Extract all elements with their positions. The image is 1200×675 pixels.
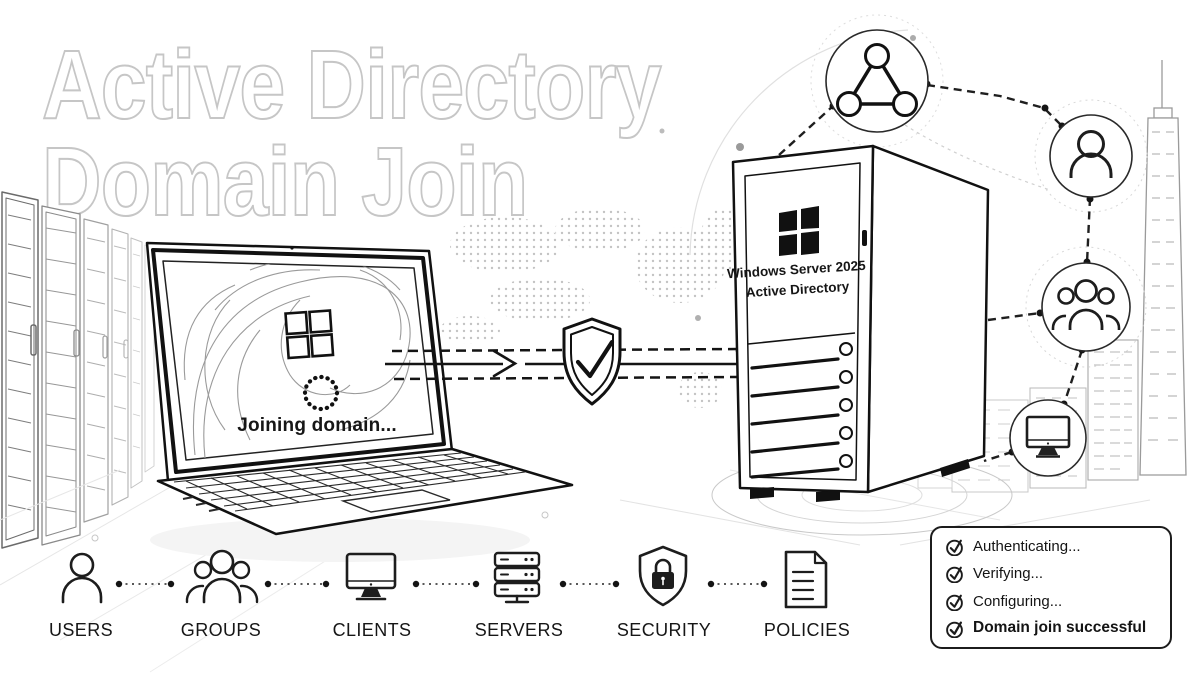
status-row: Configuring... [945, 592, 1157, 611]
check-circle-icon [946, 566, 963, 584]
status-row: Authenticating... [945, 537, 1157, 556]
check-circle-icon [946, 621, 963, 638]
monitor-icon [1009, 399, 1087, 477]
page-title-line2: Domain Join [41, 127, 529, 236]
shield-check-icon [562, 317, 622, 406]
status-row: Domain join successful [945, 619, 1157, 638]
laptop-status-text: Joining domain... [237, 415, 397, 436]
loading-spinner-icon [302, 374, 340, 412]
keyboard [173, 452, 526, 513]
user-icon [61, 552, 103, 604]
server-stack-icon [493, 551, 541, 604]
server-rack-corridor [1, 191, 155, 549]
check-circle-icon [946, 594, 963, 611]
drive-bays [750, 342, 853, 479]
status-text: Domain join successful [973, 619, 1147, 637]
windows-logo-icon [284, 309, 335, 360]
status-row: Verifying... [945, 564, 1157, 584]
user-group-icon [185, 549, 259, 604]
server-feet [750, 459, 970, 502]
entity-label-security: SECURITY [616, 620, 712, 640]
entity-label-groups: GROUPS [180, 620, 262, 640]
server-tower [731, 144, 990, 502]
wallpaper-swirl [183, 261, 411, 459]
entity-label-users: USERS [48, 620, 114, 640]
directory-node-circles [825, 29, 1133, 477]
status-text: Authenticating... [973, 538, 1081, 555]
page-title-line1: Active Directory [41, 30, 662, 139]
laptop [145, 241, 574, 536]
world-map-dots [440, 208, 750, 408]
status-text: Verifying... [973, 565, 1044, 583]
entity-label-clients: CLIENTS [332, 620, 412, 640]
entity-row [61, 545, 828, 609]
document-icon [784, 550, 828, 609]
monitor-icon [345, 552, 397, 601]
entity-connectors [115, 580, 768, 588]
user-icon [1049, 114, 1133, 198]
user-group-icon [1041, 262, 1131, 352]
check-circle-icon [946, 539, 963, 556]
network-triangle-icon [825, 29, 929, 133]
entity-label-servers: SERVERS [474, 620, 564, 640]
entity-label-policies: POLICIES [763, 620, 851, 640]
shield-lock-icon [638, 545, 688, 607]
windows-logo-icon [779, 206, 819, 256]
status-text: Configuring... [973, 592, 1063, 610]
status-panel: Authenticating... Verifying... Configuri… [930, 526, 1172, 649]
